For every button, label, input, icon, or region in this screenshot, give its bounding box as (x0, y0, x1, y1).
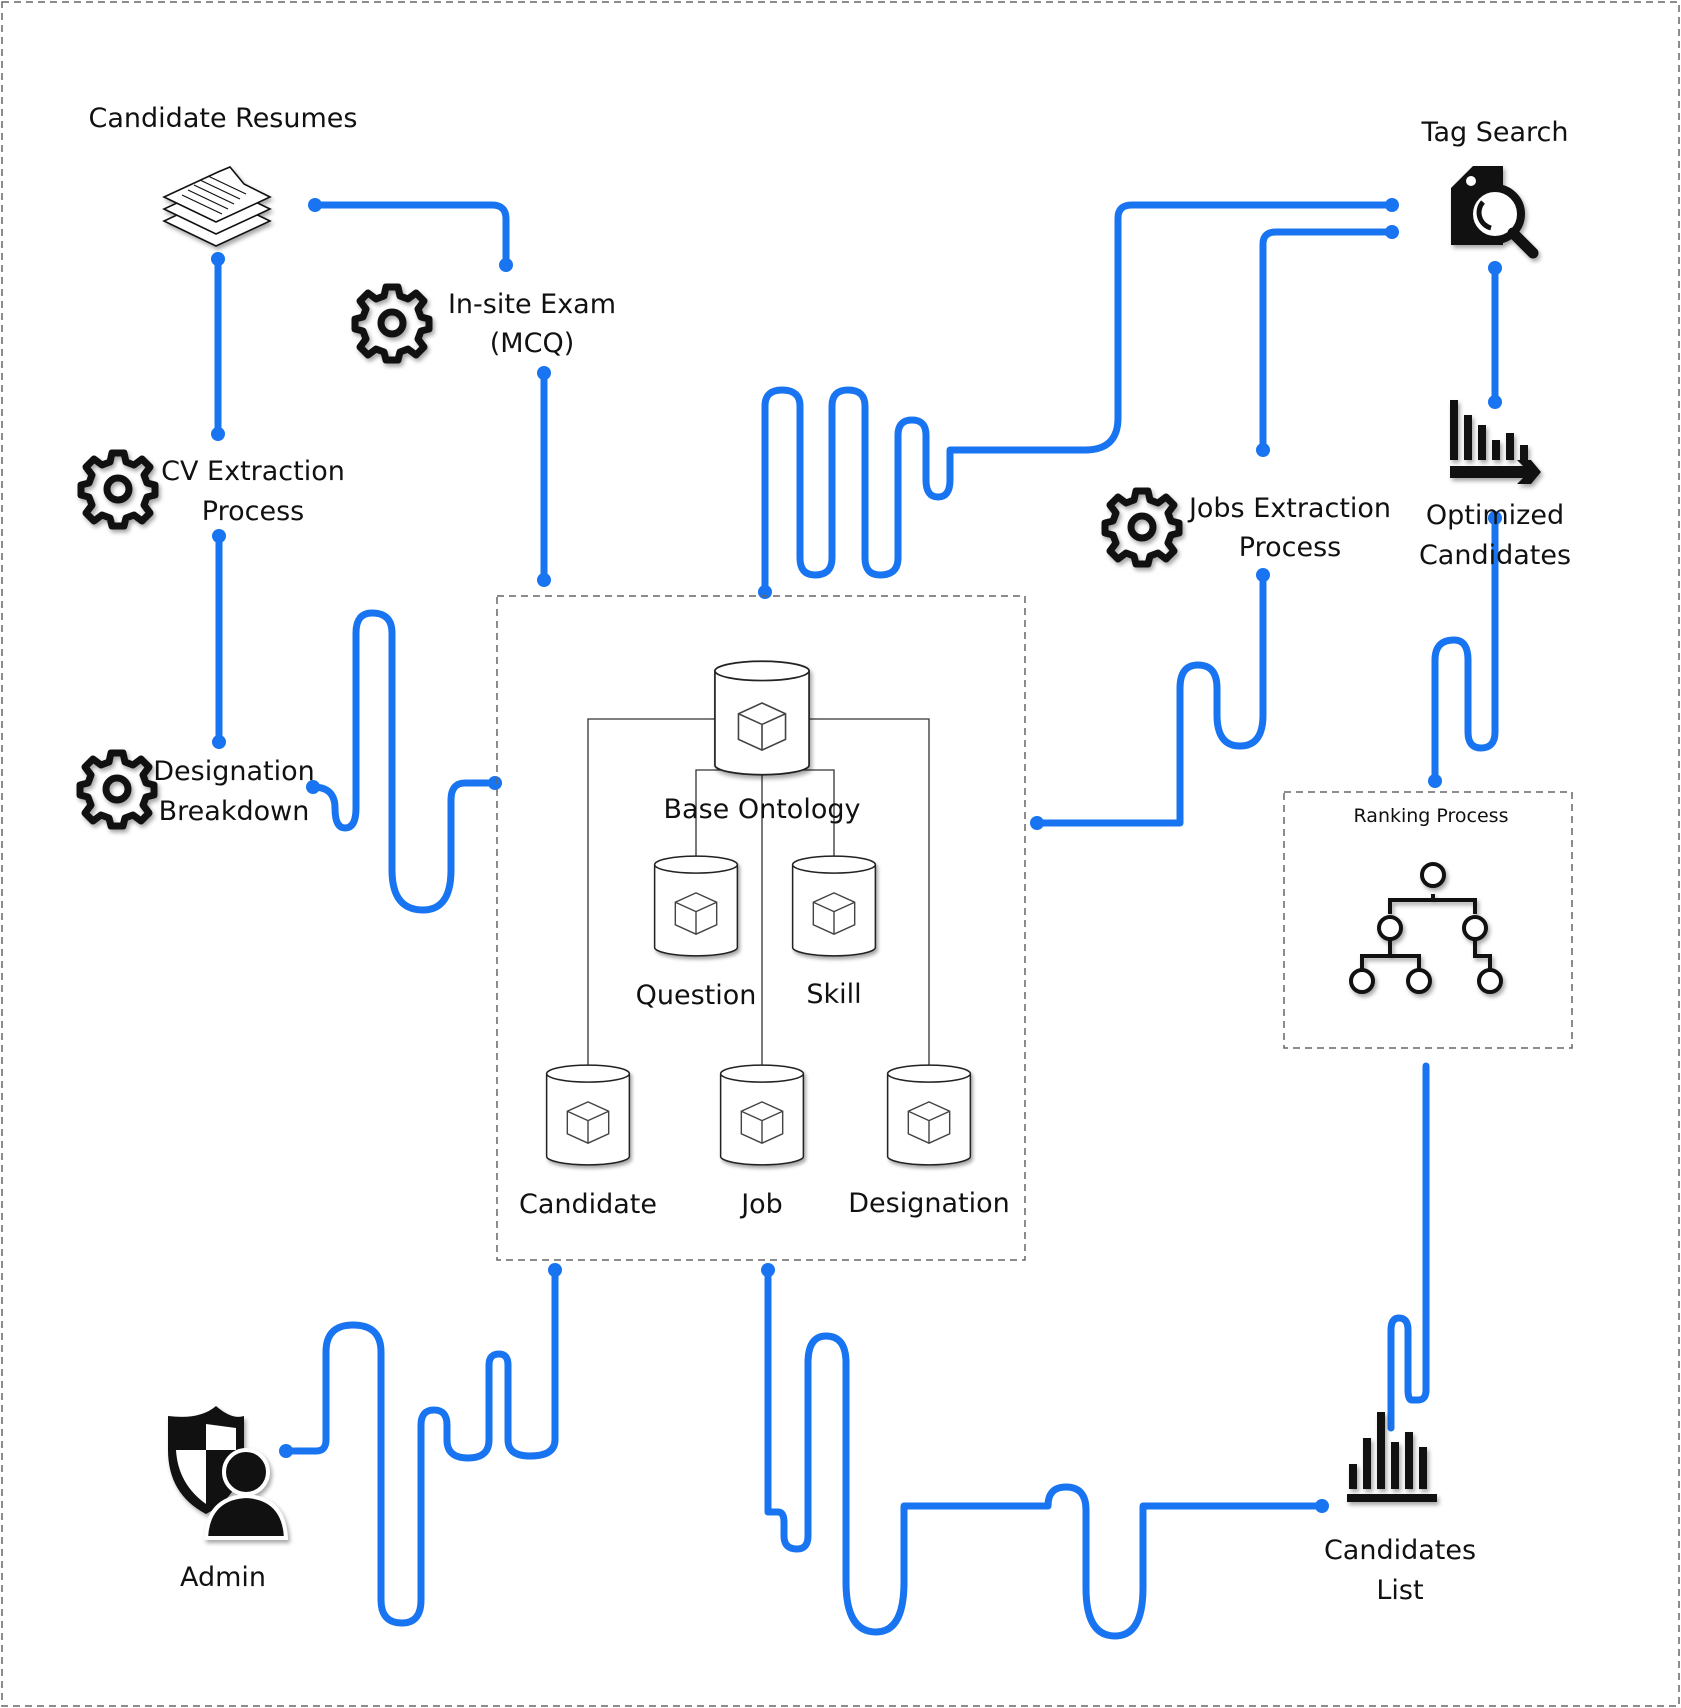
base-ontology-db (714, 660, 810, 776)
gear-icon (81, 453, 155, 526)
ranking-process-label: Ranking Process (1354, 805, 1509, 827)
bar-chart-icon (1347, 1412, 1437, 1502)
designation-breakdown-label-line2: Breakdown (159, 796, 310, 827)
designation-breakdown-node: Designation Breakdown (80, 753, 315, 827)
tag-search-icon (1451, 166, 1539, 259)
optimized-label-line1: Optimized (1426, 500, 1564, 531)
candidate-db (545, 1064, 631, 1166)
candidate-resumes-label: Candidate Resumes (89, 103, 358, 134)
bar-chart-arrow-icon (1450, 400, 1541, 484)
tag-search-label: Tag Search (1420, 117, 1568, 148)
candidates-list-label-line1: Candidates (1324, 1535, 1476, 1566)
designation-db (886, 1064, 972, 1166)
admin-label: Admin (180, 1562, 266, 1593)
job-db (719, 1064, 805, 1166)
gear-icon (355, 287, 429, 360)
skill-db (791, 855, 877, 957)
candidate-label: Candidate (519, 1189, 657, 1220)
cv-extraction-node: CV Extraction Process (81, 453, 345, 527)
candidates-list-node: Candidates List (1324, 1412, 1476, 1606)
question-label: Question (636, 980, 757, 1011)
base-ontology-label: Base Ontology (664, 794, 861, 825)
jobs-extraction-node: Jobs Extraction Process (1105, 491, 1391, 564)
question-db (653, 855, 739, 957)
admin-shield-user-icon (168, 1406, 289, 1540)
job-label: Job (739, 1189, 783, 1220)
skill-label: Skill (806, 979, 861, 1010)
admin-node: Admin (168, 1406, 289, 1593)
jobs-extraction-label-line1: Jobs Extraction (1187, 493, 1391, 524)
insite-exam-label-line1: In-site Exam (448, 289, 616, 320)
gear-icon (80, 753, 154, 826)
ranking-process-node: Ranking Process (1283, 791, 1573, 1049)
designation-breakdown-label-line1: Designation (153, 756, 315, 787)
designation-label: Designation (848, 1188, 1010, 1219)
candidate-resumes-node: Candidate Resumes (89, 103, 358, 247)
ontology-container: Base Ontology Question Skill Candidate J… (496, 595, 1026, 1261)
ontology-links (582, 718, 935, 1113)
cv-extraction-label-line1: CV Extraction (161, 456, 345, 487)
optimized-candidates-node: Optimized Candidates (1419, 400, 1571, 571)
jobs-extraction-label-line2: Process (1239, 532, 1341, 563)
gear-icon (1105, 491, 1179, 564)
optimized-label-line2: Candidates (1419, 540, 1571, 571)
insite-exam-label-line2: (MCQ) (490, 328, 574, 359)
tag-search-node: Tag Search (1420, 117, 1569, 259)
documents-stack-icon (162, 166, 272, 247)
cv-extraction-label-line2: Process (202, 496, 304, 527)
insite-exam-node: In-site Exam (MCQ) (355, 287, 616, 360)
connectors (211, 198, 1502, 1640)
candidates-list-label-line2: List (1376, 1575, 1423, 1606)
hierarchy-tree-icon (1349, 862, 1503, 994)
